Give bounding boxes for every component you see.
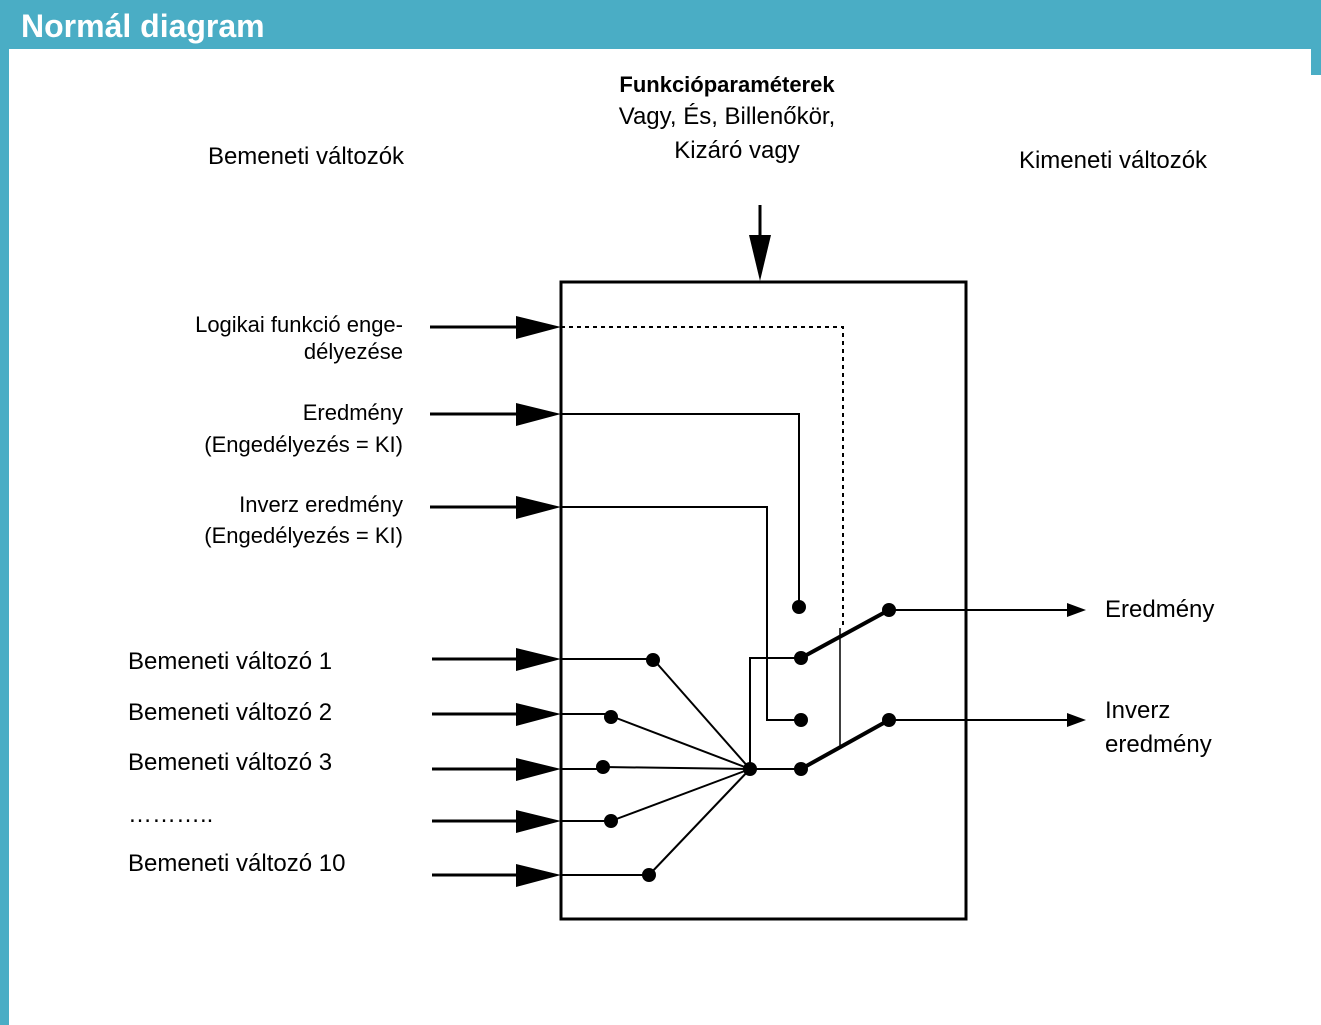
output-result-label: Eredmény xyxy=(1105,596,1214,623)
wire-nodes xyxy=(596,600,896,882)
output-inverse-label-line2: eredmény xyxy=(1105,731,1212,758)
function-block xyxy=(559,280,968,921)
input-ellipsis-arrow xyxy=(432,810,561,833)
result-wire xyxy=(561,413,800,606)
inverse-switch-blade xyxy=(800,718,890,771)
page-title: Normál diagram xyxy=(21,8,265,44)
inverse-input-arrow xyxy=(430,496,561,519)
output-inverse-label-line1: Inverz xyxy=(1105,697,1170,724)
logic-to-switch-wire xyxy=(749,657,801,769)
function-params-title: Funkcióparaméterek xyxy=(619,72,835,97)
fan-3 xyxy=(602,766,751,770)
output-variables-heading: Kimeneti változók xyxy=(1019,147,1208,174)
result-input-label-line1: Eredmény xyxy=(303,400,403,425)
right-border xyxy=(1311,49,1321,75)
parameter-arrow xyxy=(749,205,771,281)
input-variable-3-label: Bemeneti változó 3 xyxy=(128,749,332,776)
inverse-input-label-line1: Inverz eredmény xyxy=(239,492,403,517)
fan-2 xyxy=(610,715,751,770)
header-bar: Normál diagram xyxy=(0,0,1321,49)
enable-input-label-line1: Logikai funkció enge- xyxy=(195,312,403,337)
input-2-arrow xyxy=(432,703,561,726)
result-input-arrow xyxy=(430,403,561,426)
fan-1 xyxy=(652,658,751,770)
input-variables-heading: Bemeneti változók xyxy=(208,143,405,170)
inverse-input-label-line2: (Engedélyezés = KI) xyxy=(204,523,403,548)
enable-input-label-line2: délyezése xyxy=(304,339,403,364)
fan-10 xyxy=(648,768,751,876)
input-10-arrow xyxy=(432,864,561,887)
result-switch-blade xyxy=(800,608,890,660)
result-output-arrow xyxy=(889,603,1086,617)
fan-4 xyxy=(610,768,751,822)
input-3-arrow xyxy=(432,758,561,781)
left-border xyxy=(0,49,9,1025)
input-variable-2-label: Bemeneti változó 2 xyxy=(128,699,332,726)
function-params-line1: Vagy, És, Billenőkör, xyxy=(619,103,836,130)
output-arrows xyxy=(889,603,1086,727)
inverse-output-arrow xyxy=(889,713,1086,727)
enable-dotted-line xyxy=(561,326,844,628)
input-arrows xyxy=(430,316,561,887)
internal-wiring xyxy=(561,326,890,876)
function-params-line2: Kizáró vagy xyxy=(674,137,799,164)
inverse-wire xyxy=(561,506,801,721)
result-input-label-line2: (Engedélyezés = KI) xyxy=(204,432,403,457)
input-variable-ellipsis-label: ……….. xyxy=(128,801,213,828)
input-variable-10-label: Bemeneti változó 10 xyxy=(128,850,345,877)
enable-input-arrow xyxy=(430,316,561,339)
input-variable-1-label: Bemeneti változó 1 xyxy=(128,648,332,675)
input-1-arrow xyxy=(432,648,561,671)
